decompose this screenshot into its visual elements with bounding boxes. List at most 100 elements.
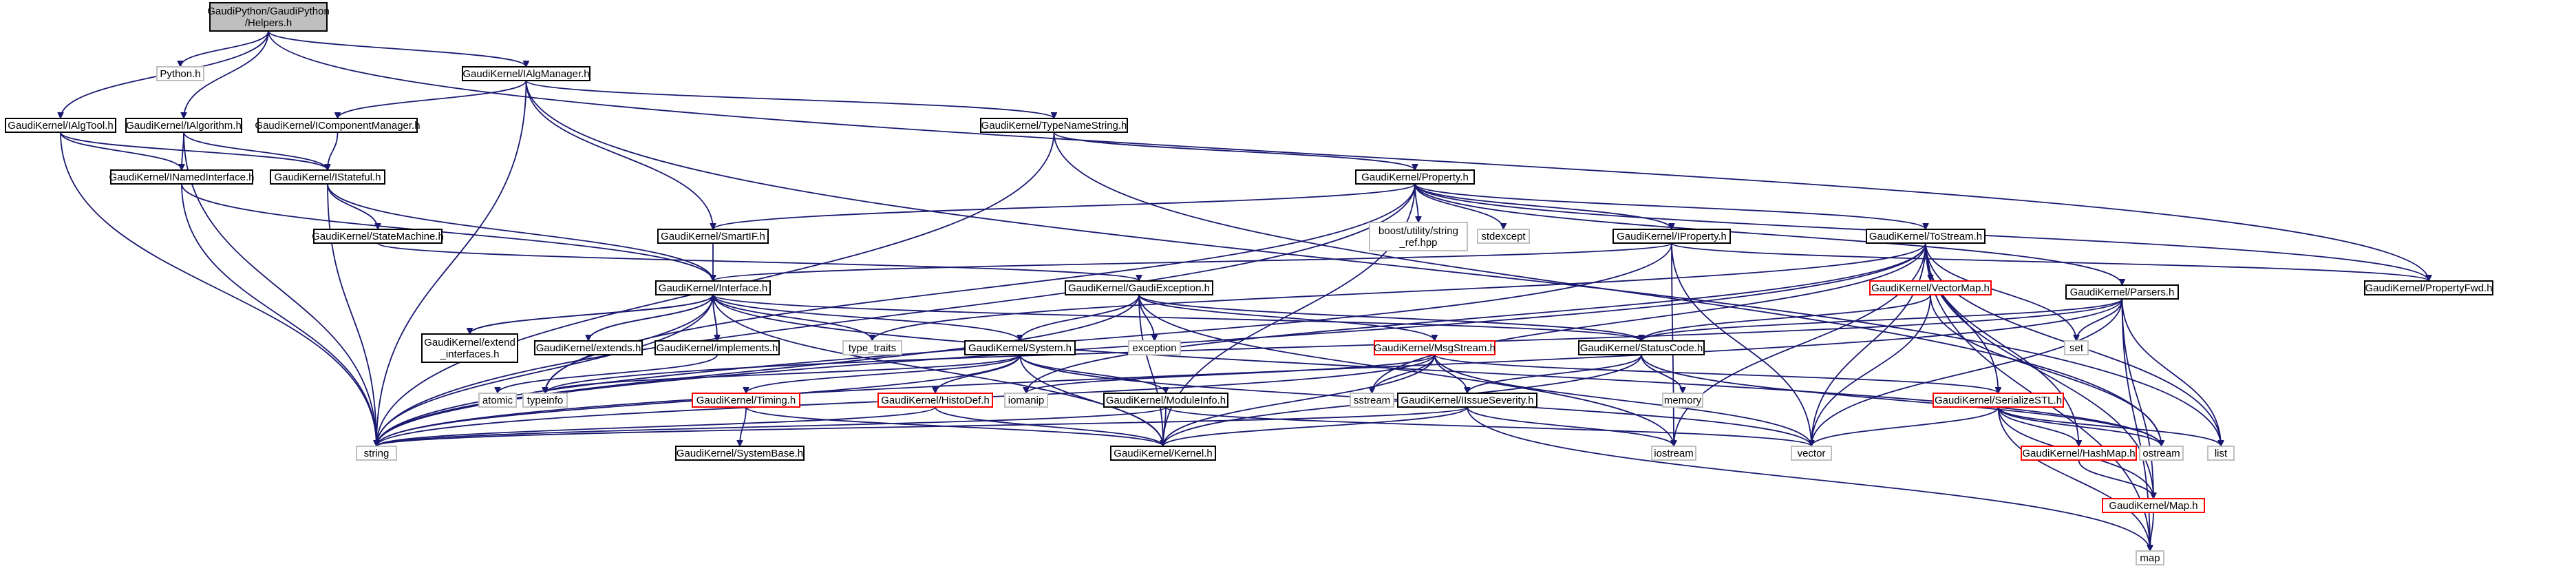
node-vectormap-label-0: GaudiKernel/VectorMap.h	[1871, 282, 1990, 294]
node-maph[interactable]: GaudiKernel/Map.h	[2102, 498, 2205, 513]
node-property[interactable]: GaudiKernel/Property.h	[1355, 169, 1475, 185]
node-typenamestring-label-0: GaudiKernel/TypeNameString.h	[981, 120, 1127, 132]
edge-gaudiexc-to-system	[1020, 294, 1140, 342]
node-atomic-label-0: atomic	[482, 395, 513, 406]
node-smartif[interactable]: GaudiKernel/SmartIF.h	[657, 229, 769, 244]
node-histodef-box	[877, 393, 993, 408]
edge-istateful-to-interface	[327, 183, 713, 282]
node-statuscode[interactable]: GaudiKernel/StatusCode.h	[1578, 340, 1705, 355]
edge-gaudiexc-to-kernel	[1138, 294, 1163, 446]
node-statemachine[interactable]: GaudiKernel/StateMachine.h	[312, 229, 444, 244]
node-vectormap[interactable]: GaudiKernel/VectorMap.h	[1869, 280, 1992, 295]
node-implements[interactable]: GaudiKernel/implements.h	[654, 340, 780, 355]
edge-statuscode-to-memory	[1641, 354, 1683, 394]
node-propertyfwd[interactable]: GaudiKernel/PropertyFwd.h	[2364, 280, 2493, 295]
node-interface-label-0: GaudiKernel/Interface.h	[659, 282, 767, 294]
node-memory-label-0: memory	[1664, 395, 1702, 406]
edge-inamedif-to-string	[181, 183, 376, 446]
node-moduleinfo-label-0: GaudiKernel/ModuleInfo.h	[1106, 395, 1226, 406]
node-icompmgr-box	[257, 118, 418, 133]
edge-ialgmgr-to-icompmgr	[338, 80, 527, 119]
edge-tostream-to-serializestl	[1925, 242, 1999, 393]
node-histodef[interactable]: GaudiKernel/HistoDef.h	[877, 393, 993, 408]
node-iproperty-label-0: GaudiKernel/IProperty.h	[1617, 231, 1727, 242]
node-msgstream[interactable]: GaudiKernel/MsgStream.h	[1374, 340, 1495, 355]
node-ialgtool[interactable]: GaudiKernel/IAlgTool.h	[5, 118, 116, 133]
node-serializestl[interactable]: GaudiKernel/SerializeSTL.h	[1933, 393, 2064, 408]
node-typenamestring[interactable]: GaudiKernel/TypeNameString.h	[980, 118, 1128, 133]
edge-tostream-to-set	[1925, 242, 2076, 341]
node-interface[interactable]: GaudiKernel/Interface.h	[655, 280, 771, 295]
node-extendif-label-0: GaudiKernel/extend	[424, 337, 515, 348]
edge-property-to-tostream	[1414, 183, 1926, 230]
edge-typenamestring-to-ostream	[1053, 132, 2162, 446]
node-propertyfwd-label-0: GaudiKernel/PropertyFwd.h	[2365, 282, 2492, 294]
node-ialgmgr-label-0: GaudiKernel/IAlgManager.h	[462, 68, 589, 80]
node-ialgorithm[interactable]: GaudiKernel/IAlgorithm.h	[125, 118, 242, 133]
node-map-label-0: map	[2140, 552, 2160, 564]
node-serializestl-box	[1933, 393, 2064, 408]
node-property-box	[1355, 169, 1475, 185]
node-timing-box	[692, 393, 800, 408]
node-inamedif[interactable]: GaudiKernel/INamedInterface.h	[109, 169, 255, 185]
edge-gaudiexc-to-statuscode	[1138, 294, 1641, 342]
node-msgstream-box	[1374, 340, 1495, 355]
edge-ialgmgr-to-string	[376, 80, 527, 446]
node-exception: exception	[1128, 340, 1181, 355]
node-statemachine-label-0: GaudiKernel/StateMachine.h	[312, 231, 444, 242]
node-vector-box	[1791, 446, 1832, 461]
node-parsers[interactable]: GaudiKernel/Parsers.h	[2065, 284, 2179, 300]
node-tostream[interactable]: GaudiKernel/ToStream.h	[1866, 229, 1986, 244]
edge-implements-to-interface	[713, 295, 718, 342]
node-issueseverity[interactable]: GaudiKernel/IIssueSeverity.h	[1397, 393, 1537, 408]
edge-msgstream-to-serializestl	[1434, 354, 1999, 394]
node-iomanip-label-0: iomanip	[1008, 395, 1045, 406]
node-iproperty[interactable]: GaudiKernel/IProperty.h	[1612, 229, 1731, 244]
edge-interface-to-ostream	[712, 294, 2162, 446]
node-root-box	[209, 2, 328, 32]
node-inamedif-box	[110, 169, 253, 185]
node-timing[interactable]: GaudiKernel/Timing.h	[692, 393, 800, 408]
node-root[interactable]: GaudiPython/GaudiPython/Helpers.h	[207, 2, 330, 32]
node-gaudiexc[interactable]: GaudiKernel/GaudiException.h	[1065, 280, 1213, 295]
edge-serializestl-to-vector	[1811, 406, 1999, 447]
node-set-box	[2064, 340, 2089, 355]
node-system-label-0: GaudiKernel/System.h	[968, 342, 1072, 354]
node-iomanip: iomanip	[1004, 393, 1048, 408]
node-moduleinfo[interactable]: GaudiKernel/ModuleInfo.h	[1103, 393, 1228, 408]
node-kernel[interactable]: GaudiKernel/Kernel.h	[1110, 446, 1216, 461]
node-stdexcept-box	[1477, 229, 1530, 244]
node-ostream: ostream	[2139, 446, 2184, 461]
node-issueseverity-label-0: GaudiKernel/IIssueSeverity.h	[1401, 395, 1533, 406]
node-extendif[interactable]: GaudiKernel/extend_interfaces.h	[421, 333, 518, 363]
node-hashmap-box	[2021, 446, 2137, 461]
edge-ialgmgr-to-smartif	[525, 80, 714, 229]
edge-system-to-typeinfo	[545, 354, 1021, 394]
node-propertyfwd-box	[2364, 280, 2493, 295]
node-ostream-label-0: ostream	[2142, 448, 2180, 459]
node-systembase[interactable]: GaudiKernel/SystemBase.h	[675, 446, 805, 461]
edge-timing-to-systembase	[740, 406, 747, 446]
edge-gaudiexc-to-string	[376, 294, 1140, 446]
node-sstream-label-0: sstream	[1354, 395, 1390, 406]
node-statuscode-label-0: GaudiKernel/StatusCode.h	[1580, 342, 1703, 354]
edge-vectormap-to-ostream	[1930, 294, 2162, 446]
node-extends[interactable]: GaudiKernel/extends.h	[534, 340, 643, 355]
node-atomic-box	[478, 393, 517, 408]
node-ialgmgr[interactable]: GaudiKernel/IAlgManager.h	[462, 66, 590, 81]
node-maph-label-0: GaudiKernel/Map.h	[2109, 500, 2197, 512]
edge-statuscode-to-ostream	[1641, 354, 2162, 447]
node-typetraits-box	[842, 340, 902, 355]
node-hashmap[interactable]: GaudiKernel/HashMap.h	[2021, 446, 2137, 461]
node-system-box	[964, 340, 1076, 355]
edge-ialgtool-to-inamedif	[60, 132, 182, 171]
node-system[interactable]: GaudiKernel/System.h	[964, 340, 1076, 355]
node-moduleinfo-box	[1103, 393, 1228, 408]
node-typeinfo-box	[522, 393, 568, 408]
node-atomic: atomic	[478, 393, 517, 408]
node-iomanip-box	[1004, 393, 1048, 408]
edge-iproperty-to-vector	[1671, 242, 1811, 446]
node-icompmgr[interactable]: GaudiKernel/IComponentManager.h	[255, 118, 421, 133]
node-istateful[interactable]: GaudiKernel/IStateful.h	[270, 169, 385, 185]
node-boostref-box	[1369, 222, 1468, 251]
